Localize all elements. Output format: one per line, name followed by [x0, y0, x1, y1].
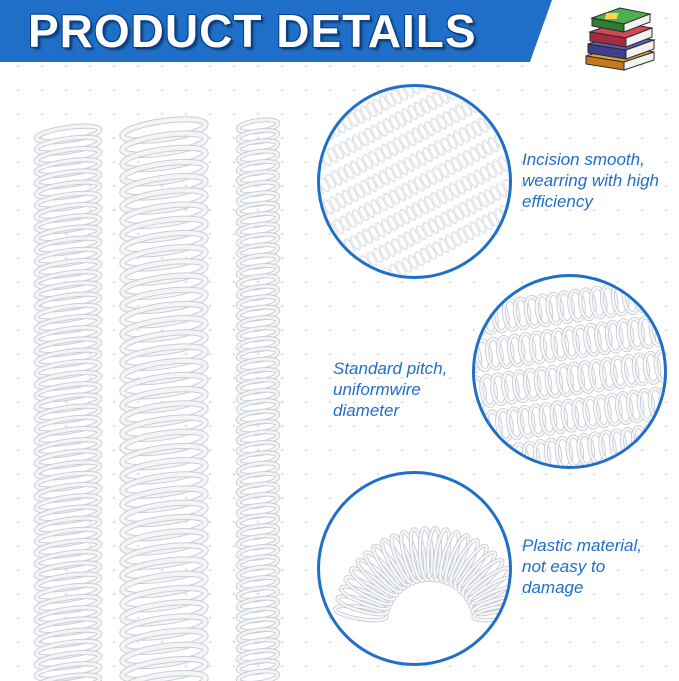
- closeup-curved-coil: [333, 526, 509, 623]
- detail-circle-pitch: [472, 274, 667, 469]
- closeup-multiple-coils: [320, 87, 509, 276]
- closeup-coil-pitch: [475, 277, 664, 466]
- detail-circle-material: [317, 471, 512, 666]
- title-banner: [0, 0, 552, 62]
- feature-text-pitch: Standard pitch, uniformwire diameter: [333, 359, 448, 420]
- feature-text-material: Plastic material, not easy to damage: [522, 536, 642, 597]
- spring-coil-small-left: [33, 123, 103, 681]
- detail-circle-incision: [317, 84, 512, 279]
- feature-text-incision: Incision smooth, wearring with high effi…: [522, 150, 660, 211]
- spring-coil-large-center: [119, 116, 209, 681]
- stacked-books-icon: [585, 7, 656, 71]
- page-title: PRODUCT DETAILS: [28, 5, 477, 57]
- spring-coil-small-right: [235, 117, 281, 681]
